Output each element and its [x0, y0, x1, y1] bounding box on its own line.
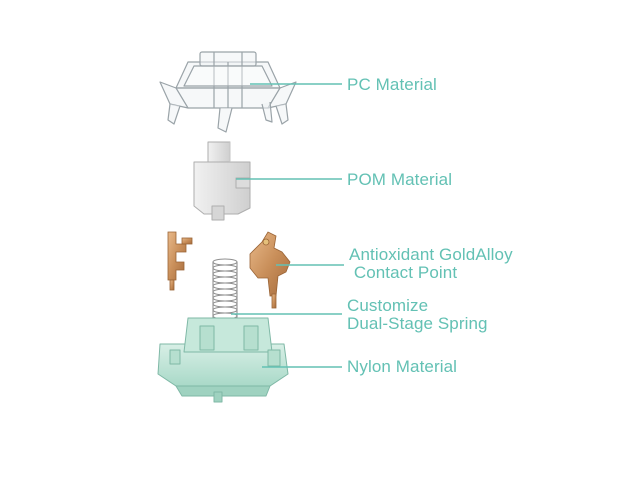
- label-bottom-housing: Nylon Material: [347, 357, 458, 376]
- label-contacts: Antioxidant GoldAlloy Contact Point: [349, 246, 513, 282]
- label-contacts-line2: Contact Point: [349, 263, 458, 282]
- stem-part: [193, 141, 251, 221]
- top-housing-part: [159, 51, 297, 133]
- label-top-housing: PC Material: [347, 75, 437, 94]
- right-contact-part: [249, 231, 291, 309]
- label-spring-line2: Dual-Stage Spring: [347, 314, 488, 333]
- label-contacts-line1: Antioxidant GoldAlloy: [349, 245, 513, 264]
- bottom-housing-part: [157, 317, 289, 403]
- label-spring-line1: Customize: [347, 296, 429, 315]
- left-contact-part: [167, 231, 193, 291]
- label-stem: POM Material: [347, 170, 453, 189]
- label-spring: Customize Dual-Stage Spring: [347, 297, 488, 333]
